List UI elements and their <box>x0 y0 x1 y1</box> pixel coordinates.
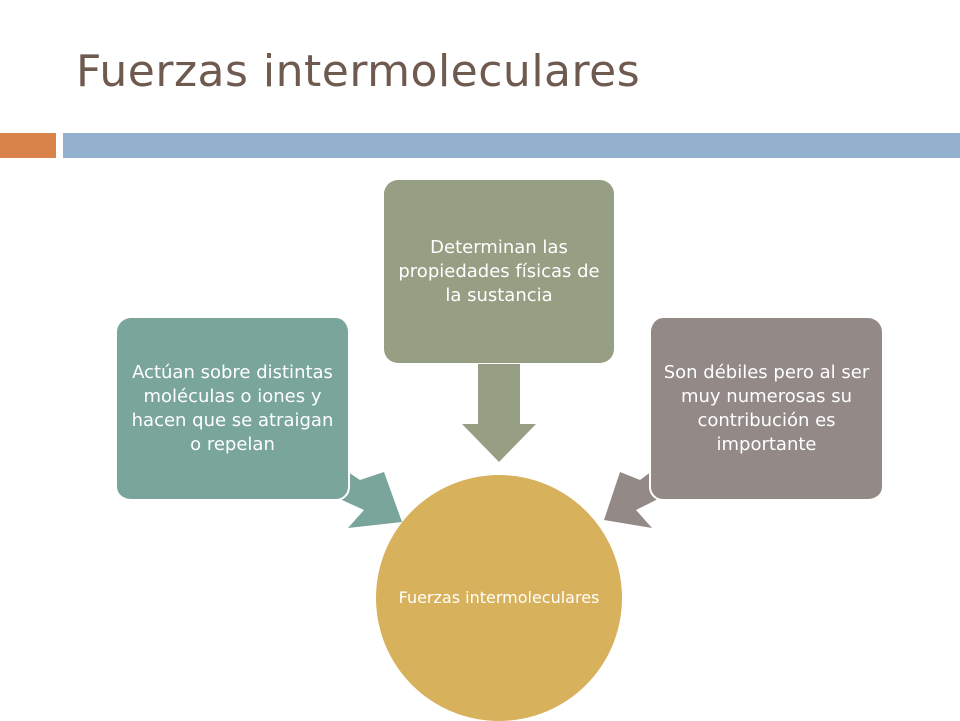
arrow-right-to-center <box>604 468 656 528</box>
slide-title: Fuerzas intermoleculares <box>76 46 641 97</box>
diagram-node-right: Son débiles pero al ser muy numerosas su… <box>649 318 882 501</box>
arrow-top-to-center <box>462 364 536 462</box>
diagram-center-circle: Fuerzas intermoleculares <box>376 475 622 721</box>
node-left-text: Actúan sobre distintas moléculas o iones… <box>131 361 334 455</box>
diagram-node-top: Determinan las propiedades físicas de la… <box>384 180 614 363</box>
node-right-text: Son débiles pero al ser muy numerosas su… <box>663 361 870 455</box>
node-top-text: Determinan las propiedades físicas de la… <box>398 236 600 306</box>
diagram-node-left: Actúan sobre distintas moléculas o iones… <box>117 318 350 501</box>
accent-bar-orange <box>0 133 56 158</box>
center-label: Fuerzas intermoleculares <box>398 588 600 607</box>
accent-bar-blue <box>63 133 960 158</box>
arrow-left-to-center <box>342 468 402 528</box>
